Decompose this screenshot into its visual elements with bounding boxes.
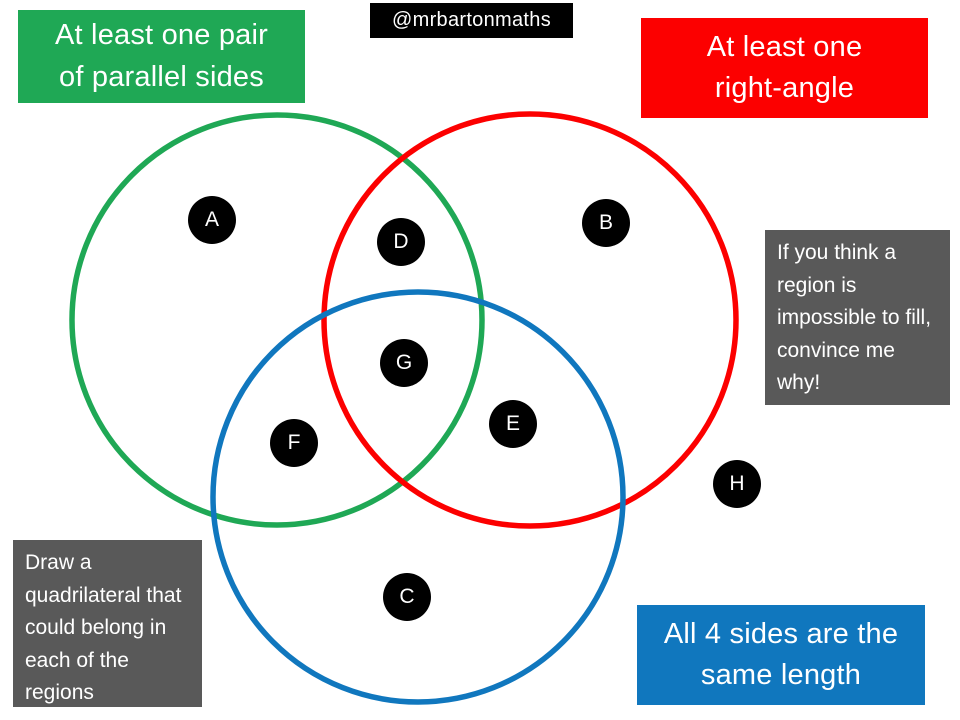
- equal-sides-label-line1: All 4 sides are the: [663, 617, 899, 650]
- draw-quadrilateral-note: Draw a quadrilateral that could belong i…: [13, 540, 202, 707]
- venn-badge-a: A: [188, 196, 236, 244]
- equal-sides-label-line2: same length: [700, 659, 862, 691]
- venn-badge-g: G: [380, 339, 428, 387]
- venn-badge-b: B: [582, 199, 630, 247]
- venn-badge-c: C: [383, 573, 431, 621]
- watermark: @mrbartonmaths: [370, 3, 573, 38]
- right-angle-label-box: At least one right-angle: [641, 18, 928, 118]
- impossible-region-note: If you think a region is impossible to f…: [765, 230, 950, 405]
- right-angle-label-line2: right-angle: [714, 72, 855, 104]
- parallel-sides-circle: [69, 112, 485, 528]
- venn-badge-h: H: [713, 460, 761, 508]
- venn-badge-f: F: [270, 419, 318, 467]
- right-angle-circle: [321, 111, 739, 529]
- parallel-sides-label-line2: of parallel sides: [59, 60, 264, 93]
- venn-badge-d: D: [377, 218, 425, 266]
- venn-badge-e: E: [489, 400, 537, 448]
- parallel-sides-label-line1: At least one pair: [55, 19, 268, 52]
- right-angle-label-line1: At least one: [706, 30, 863, 63]
- equal-sides-circle: [210, 289, 626, 705]
- parallel-sides-label-box: At least one pair of parallel sides: [18, 10, 305, 103]
- equal-sides-label-box: All 4 sides are the same length: [637, 605, 925, 705]
